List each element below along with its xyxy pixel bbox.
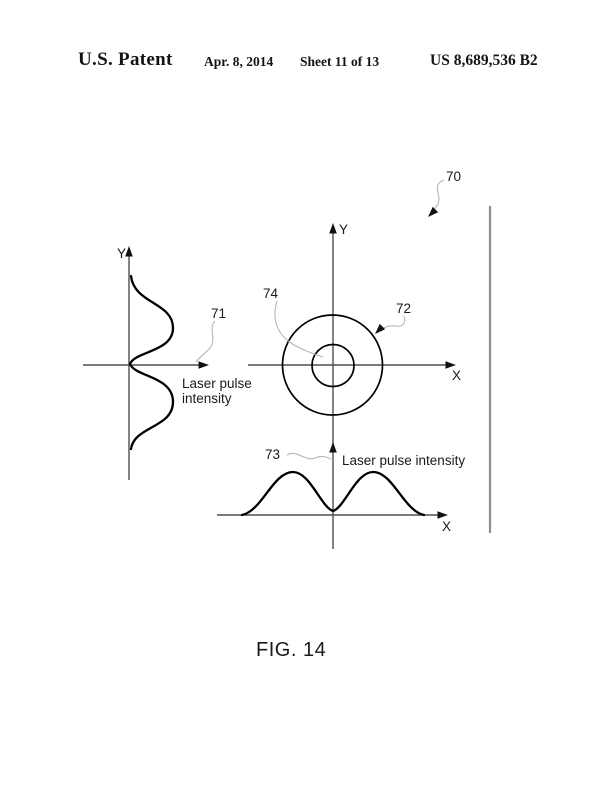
center-y-axis-arrowhead <box>329 223 337 234</box>
figure-caption: FIG. 14 <box>256 639 327 661</box>
outer-beam-circle <box>281 314 384 416</box>
ref-72-leader-arrowhead <box>375 323 386 334</box>
ref-71-leader-line <box>195 320 216 363</box>
header-sheet-number: Sheet 11 of 13 <box>300 54 380 69</box>
inner-beam-circle <box>311 343 355 388</box>
ref-74-label: 74 <box>263 286 279 301</box>
center-y-axis-label: Y <box>339 222 348 237</box>
ref-70-label: 70 <box>446 169 461 184</box>
bottom-intensity-annotation: Laser pulse intensity <box>342 453 465 468</box>
left-y-axis-label: Y <box>117 246 126 261</box>
header-date: Apr. 8, 2014 <box>204 54 274 69</box>
ref-70-leader-arrowhead <box>428 206 439 217</box>
header-patent-number: US 8,689,536 B2 <box>430 52 538 69</box>
ref-73-label: 73 <box>265 447 280 462</box>
bottom-x-axis-label: X <box>442 519 451 534</box>
left-intensity-annotation-line1: Laser pulse <box>182 376 252 391</box>
ref-73-leader-line <box>286 452 332 460</box>
bottom-profile-subfigure: X 73 Laser pulse intensity <box>217 442 465 534</box>
left-y-axis-arrowhead <box>125 246 133 257</box>
ref-74-leader-line <box>274 300 324 358</box>
left-intensity-annotation-line2: intensity <box>182 391 232 406</box>
center-x-axis-arrowhead <box>445 361 456 369</box>
bottom-intensity-curve <box>240 470 426 517</box>
center-x-axis-label: X <box>452 368 461 383</box>
bottom-y-axis-arrowhead <box>329 442 337 453</box>
header-document-type: U.S. Patent <box>78 49 173 70</box>
ref-71-label: 71 <box>211 306 226 321</box>
bottom-x-axis-arrowhead <box>437 511 448 519</box>
ref-72-label: 72 <box>396 301 411 316</box>
left-profile-subfigure: Y 71 Laser pulse intensity <box>83 246 252 480</box>
left-intensity-curve <box>128 274 175 451</box>
beam-cross-section-subfigure: Y X 74 72 70 <box>248 169 461 549</box>
left-x-axis-arrowhead <box>198 361 209 369</box>
